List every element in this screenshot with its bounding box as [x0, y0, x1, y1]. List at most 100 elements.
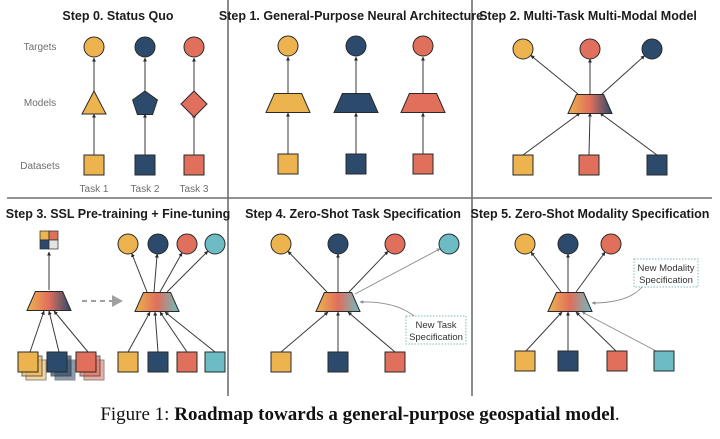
model-to-target-arrow	[153, 253, 159, 293]
model-trapezoid	[265, 93, 311, 113]
new-modality-line2: Specification	[639, 275, 693, 286]
target-circle	[345, 35, 367, 57]
dataset-to-model-arrow	[159, 311, 188, 353]
task-spec-curved-arrow	[359, 300, 415, 317]
dataset-to-model-arrow	[524, 311, 563, 353]
multimodal-model-trapezoid	[567, 94, 613, 114]
dataset-to-model-arrow	[53, 310, 89, 353]
step1-title: Step 1. General-Purpose Neural Architect…	[219, 9, 483, 23]
target-circle	[579, 38, 601, 60]
dataset-square	[134, 154, 156, 176]
new-task-line2: Specification	[409, 332, 463, 343]
model-to-target-arrow	[131, 252, 148, 293]
model-triangle	[81, 89, 107, 115]
dataset-to-model-arrow	[575, 311, 618, 353]
dataset-to-model-arrow	[599, 112, 658, 156]
target-circle	[512, 38, 534, 60]
dataset-to-model-arrow	[47, 310, 60, 353]
target-circle	[147, 233, 169, 255]
model-to-target-arrow	[575, 251, 606, 293]
target-circle	[204, 233, 226, 255]
dataset-square	[83, 154, 105, 176]
dataset-square	[512, 154, 534, 176]
model-to-target-arrow	[159, 252, 183, 293]
model-to-target-arrow	[166, 250, 209, 293]
dataset-to-model-arrow	[587, 112, 592, 156]
dataset-square	[183, 154, 205, 176]
dataset-to-model-arrow	[347, 311, 396, 353]
target-circle	[641, 38, 663, 60]
dataset-square	[412, 153, 434, 175]
zero-shot-task-model-trapezoid	[315, 292, 361, 312]
dataset-square	[578, 154, 600, 176]
diagram-shapes	[17, 35, 675, 381]
model-to-target-arrow	[287, 250, 328, 293]
dataset-to-model-arrow	[29, 310, 45, 353]
model-to-target-arrow	[354, 248, 441, 295]
target-circle	[438, 233, 460, 255]
masked-output-cell	[48, 230, 59, 241]
step4-title: Step 4. Zero-Shot Task Specification	[245, 207, 461, 221]
masked-output-cell	[39, 239, 50, 250]
model-to-target-arrow	[601, 55, 645, 95]
modality-spec-curved-arrow	[591, 286, 643, 305]
task-label-2: Task 2	[131, 184, 160, 195]
dataset-square	[277, 153, 299, 175]
dataset-to-model-arrow	[280, 311, 329, 353]
caption-title: Roadmap towards a general-purpose geospa…	[174, 404, 615, 425]
model-trapezoid	[400, 93, 446, 113]
target-circle	[412, 35, 434, 57]
new-task-specification-box: New Task Specification	[405, 315, 467, 345]
dataset-square	[345, 153, 367, 175]
step0-title: Step 0. Status Quo	[62, 9, 173, 23]
dataset-square	[270, 351, 292, 373]
stacked-dataset-square	[17, 351, 39, 373]
new-modality-line1: New Modality	[637, 263, 694, 274]
target-circle	[384, 233, 406, 255]
model-trapezoid	[333, 93, 379, 113]
dataset-square	[147, 351, 169, 373]
model-to-target-arrow	[530, 251, 562, 293]
dataset-square	[117, 351, 139, 373]
dataset-square	[606, 350, 628, 372]
step5-title: Step 5. Zero-Shot Modality Specification	[471, 207, 710, 221]
row-label-models: Models	[24, 98, 56, 109]
masked-output-cell	[39, 230, 50, 241]
target-circle	[117, 233, 139, 255]
target-circle	[176, 233, 198, 255]
masked-output-cell	[48, 239, 59, 250]
roadmap-figure: Step 0. Status Quo Step 1. General-Purpo…	[6, 0, 712, 396]
dataset-square	[327, 351, 349, 373]
task-label-1: Task 1	[80, 184, 109, 195]
row-label-datasets: Datasets	[20, 161, 59, 172]
target-circle	[277, 35, 299, 57]
stacked-dataset-square	[75, 351, 97, 373]
model-pentagon	[132, 90, 158, 115]
stacked-dataset-square	[46, 351, 68, 373]
dataset-square	[176, 351, 198, 373]
step2-title: Step 2. Multi-Task Multi-Modal Model	[479, 9, 697, 23]
dataset-to-model-arrow	[522, 112, 581, 156]
dataset-to-model-arrow	[164, 311, 216, 353]
panel-dividers	[7, 0, 712, 396]
figure-caption: Figure 1: Roadmap towards a general-purp…	[0, 404, 720, 426]
pretrain-model-trapezoid	[26, 291, 72, 311]
dataset-square	[557, 350, 579, 372]
new-modality-specification-box: New Modality Specification	[633, 258, 699, 288]
finetune-model-trapezoid	[134, 292, 180, 312]
target-circle	[327, 233, 349, 255]
target-circle	[270, 233, 292, 255]
caption-prefix: Figure 1:	[100, 404, 175, 425]
dataset-square	[384, 351, 406, 373]
target-circle	[557, 233, 579, 255]
target-circle	[514, 233, 536, 255]
model-to-target-arrow	[348, 250, 389, 293]
transfer-arrowhead	[112, 295, 123, 307]
target-circle	[183, 36, 205, 58]
dataset-square	[204, 351, 226, 373]
dataset-to-model-arrow	[127, 311, 151, 353]
model-diamond	[180, 90, 208, 118]
target-circle	[134, 36, 156, 58]
task-label-3: Task 3	[180, 184, 209, 195]
target-circle	[600, 233, 622, 255]
